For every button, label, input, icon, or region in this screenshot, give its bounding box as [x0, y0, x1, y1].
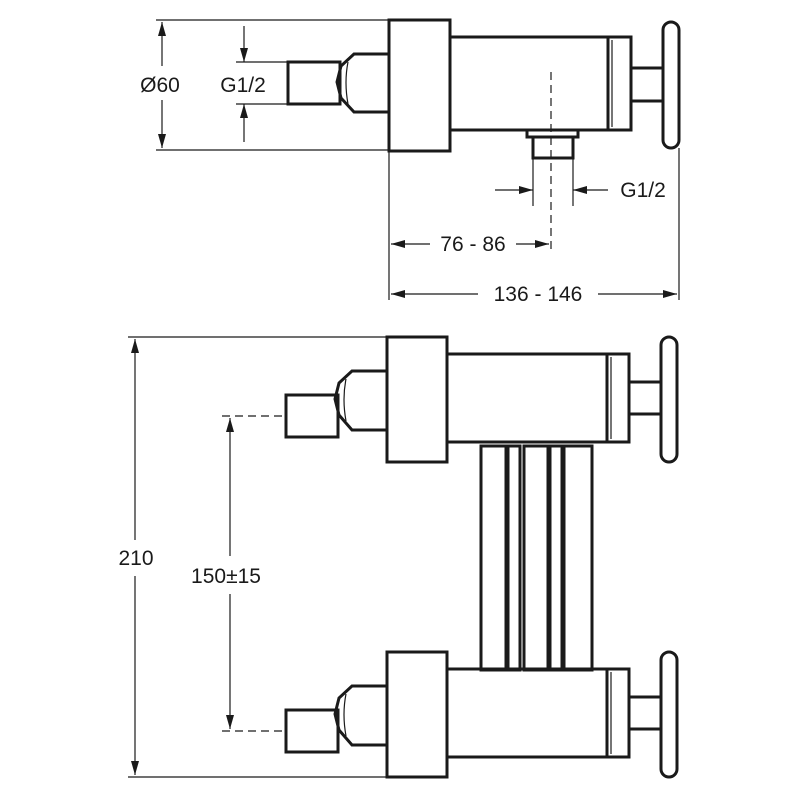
diameter-label: Ø60 [140, 74, 180, 97]
outlet-offset-dimension: 76 - 86 [391, 233, 549, 256]
top-outlet-fitting [525, 130, 580, 160]
overall-depth-dimension: 136 - 146 [391, 283, 677, 306]
inlet-spacing-dimension: 150±15 [191, 415, 286, 732]
front-upper-valve [284, 335, 679, 464]
overall-depth-label: 136 - 146 [494, 283, 583, 306]
connecting-bars [479, 444, 594, 672]
front-view: 210 150±15 [118, 335, 679, 779]
top-body [387, 18, 633, 153]
top-inlet-fitting [286, 52, 389, 114]
top-view: Ø60 G1/2 G1/2 [140, 18, 681, 306]
outlet-thread-label: G1/2 [620, 179, 666, 202]
top-handle [631, 20, 681, 150]
outlet-thread-dimension: G1/2 [495, 158, 666, 206]
overall-height-label: 210 [118, 547, 153, 570]
diameter-dimension: Ø60 [140, 19, 389, 151]
inlet-thread-dimension: G1/2 [220, 26, 290, 142]
overall-height-dimension: 210 [118, 336, 387, 778]
outlet-offset-label: 76 - 86 [440, 233, 505, 256]
inlet-spacing-label: 150±15 [191, 565, 261, 588]
inlet-thread-label: G1/2 [220, 74, 266, 97]
